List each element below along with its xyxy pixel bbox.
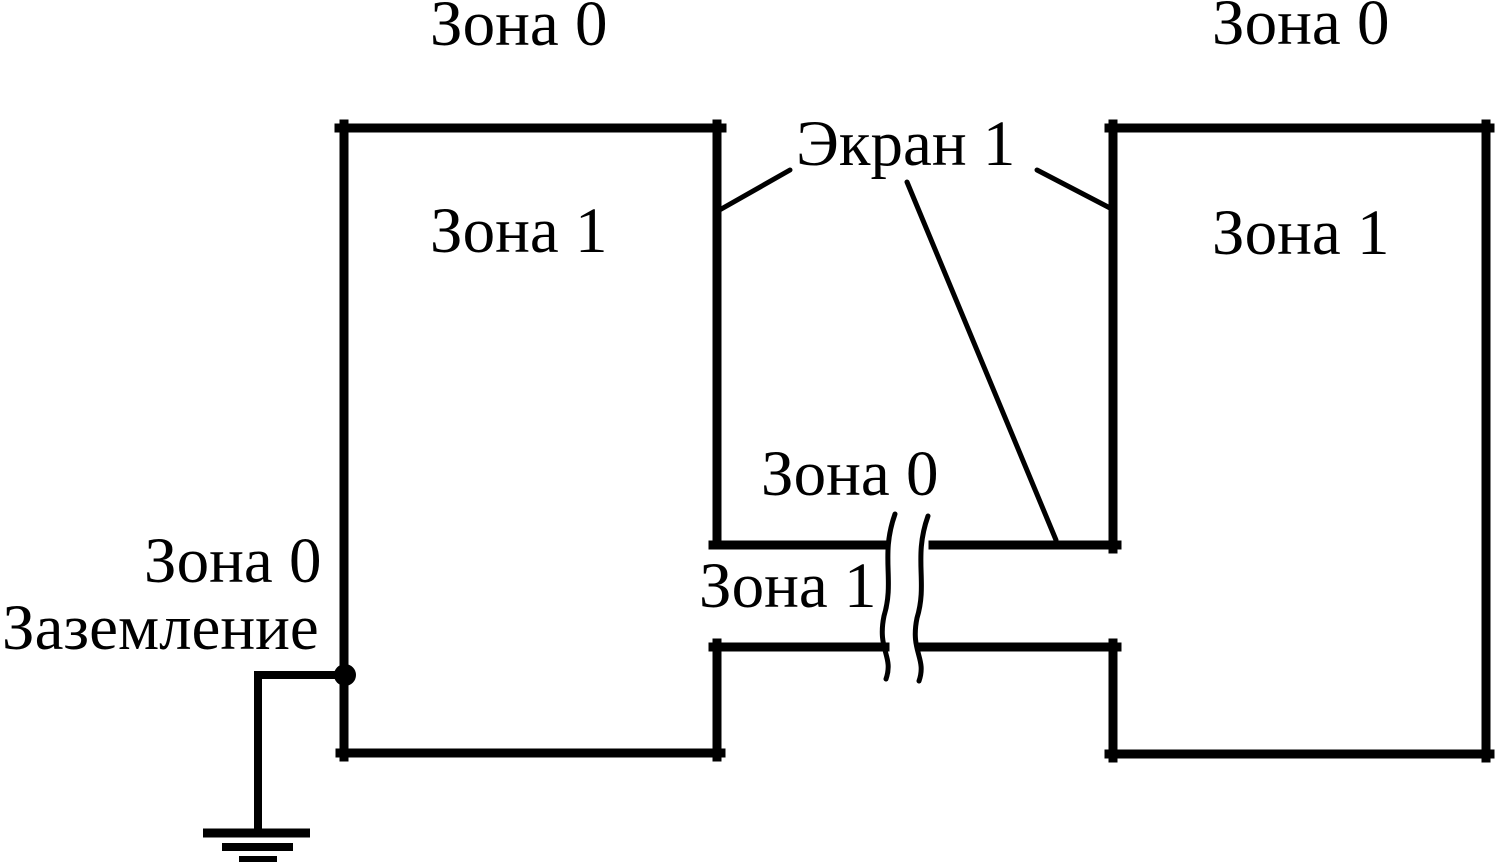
- label-zone0-passage: Зона 0: [761, 438, 939, 510]
- label-grounding: Заземление: [2, 592, 319, 664]
- junction-dot: [334, 664, 356, 686]
- label-zone1-right-box: Зона 1: [1212, 197, 1390, 269]
- label-zone0-above-right-box: Зона 0: [1212, 0, 1390, 59]
- label-zone1-passage: Зона 1: [699, 550, 877, 622]
- label-zone0-above-left-box: Зона 0: [430, 0, 608, 60]
- label-screen1: Экран 1: [796, 108, 1016, 180]
- break-mark-icon: [879, 511, 931, 684]
- label-zone1-left-box: Зона 1: [430, 195, 608, 267]
- break-mark-left-curve: [879, 511, 898, 682]
- break-mark-right-curve: [912, 513, 931, 684]
- label-zone0-at-ground: Зона 0: [144, 525, 322, 597]
- screen1-leader-diagonal: [904, 179, 1059, 543]
- earth-ground-icon: [203, 828, 310, 862]
- screen1-leader-right: [1034, 167, 1113, 211]
- screen1-leader-left: [713, 167, 793, 215]
